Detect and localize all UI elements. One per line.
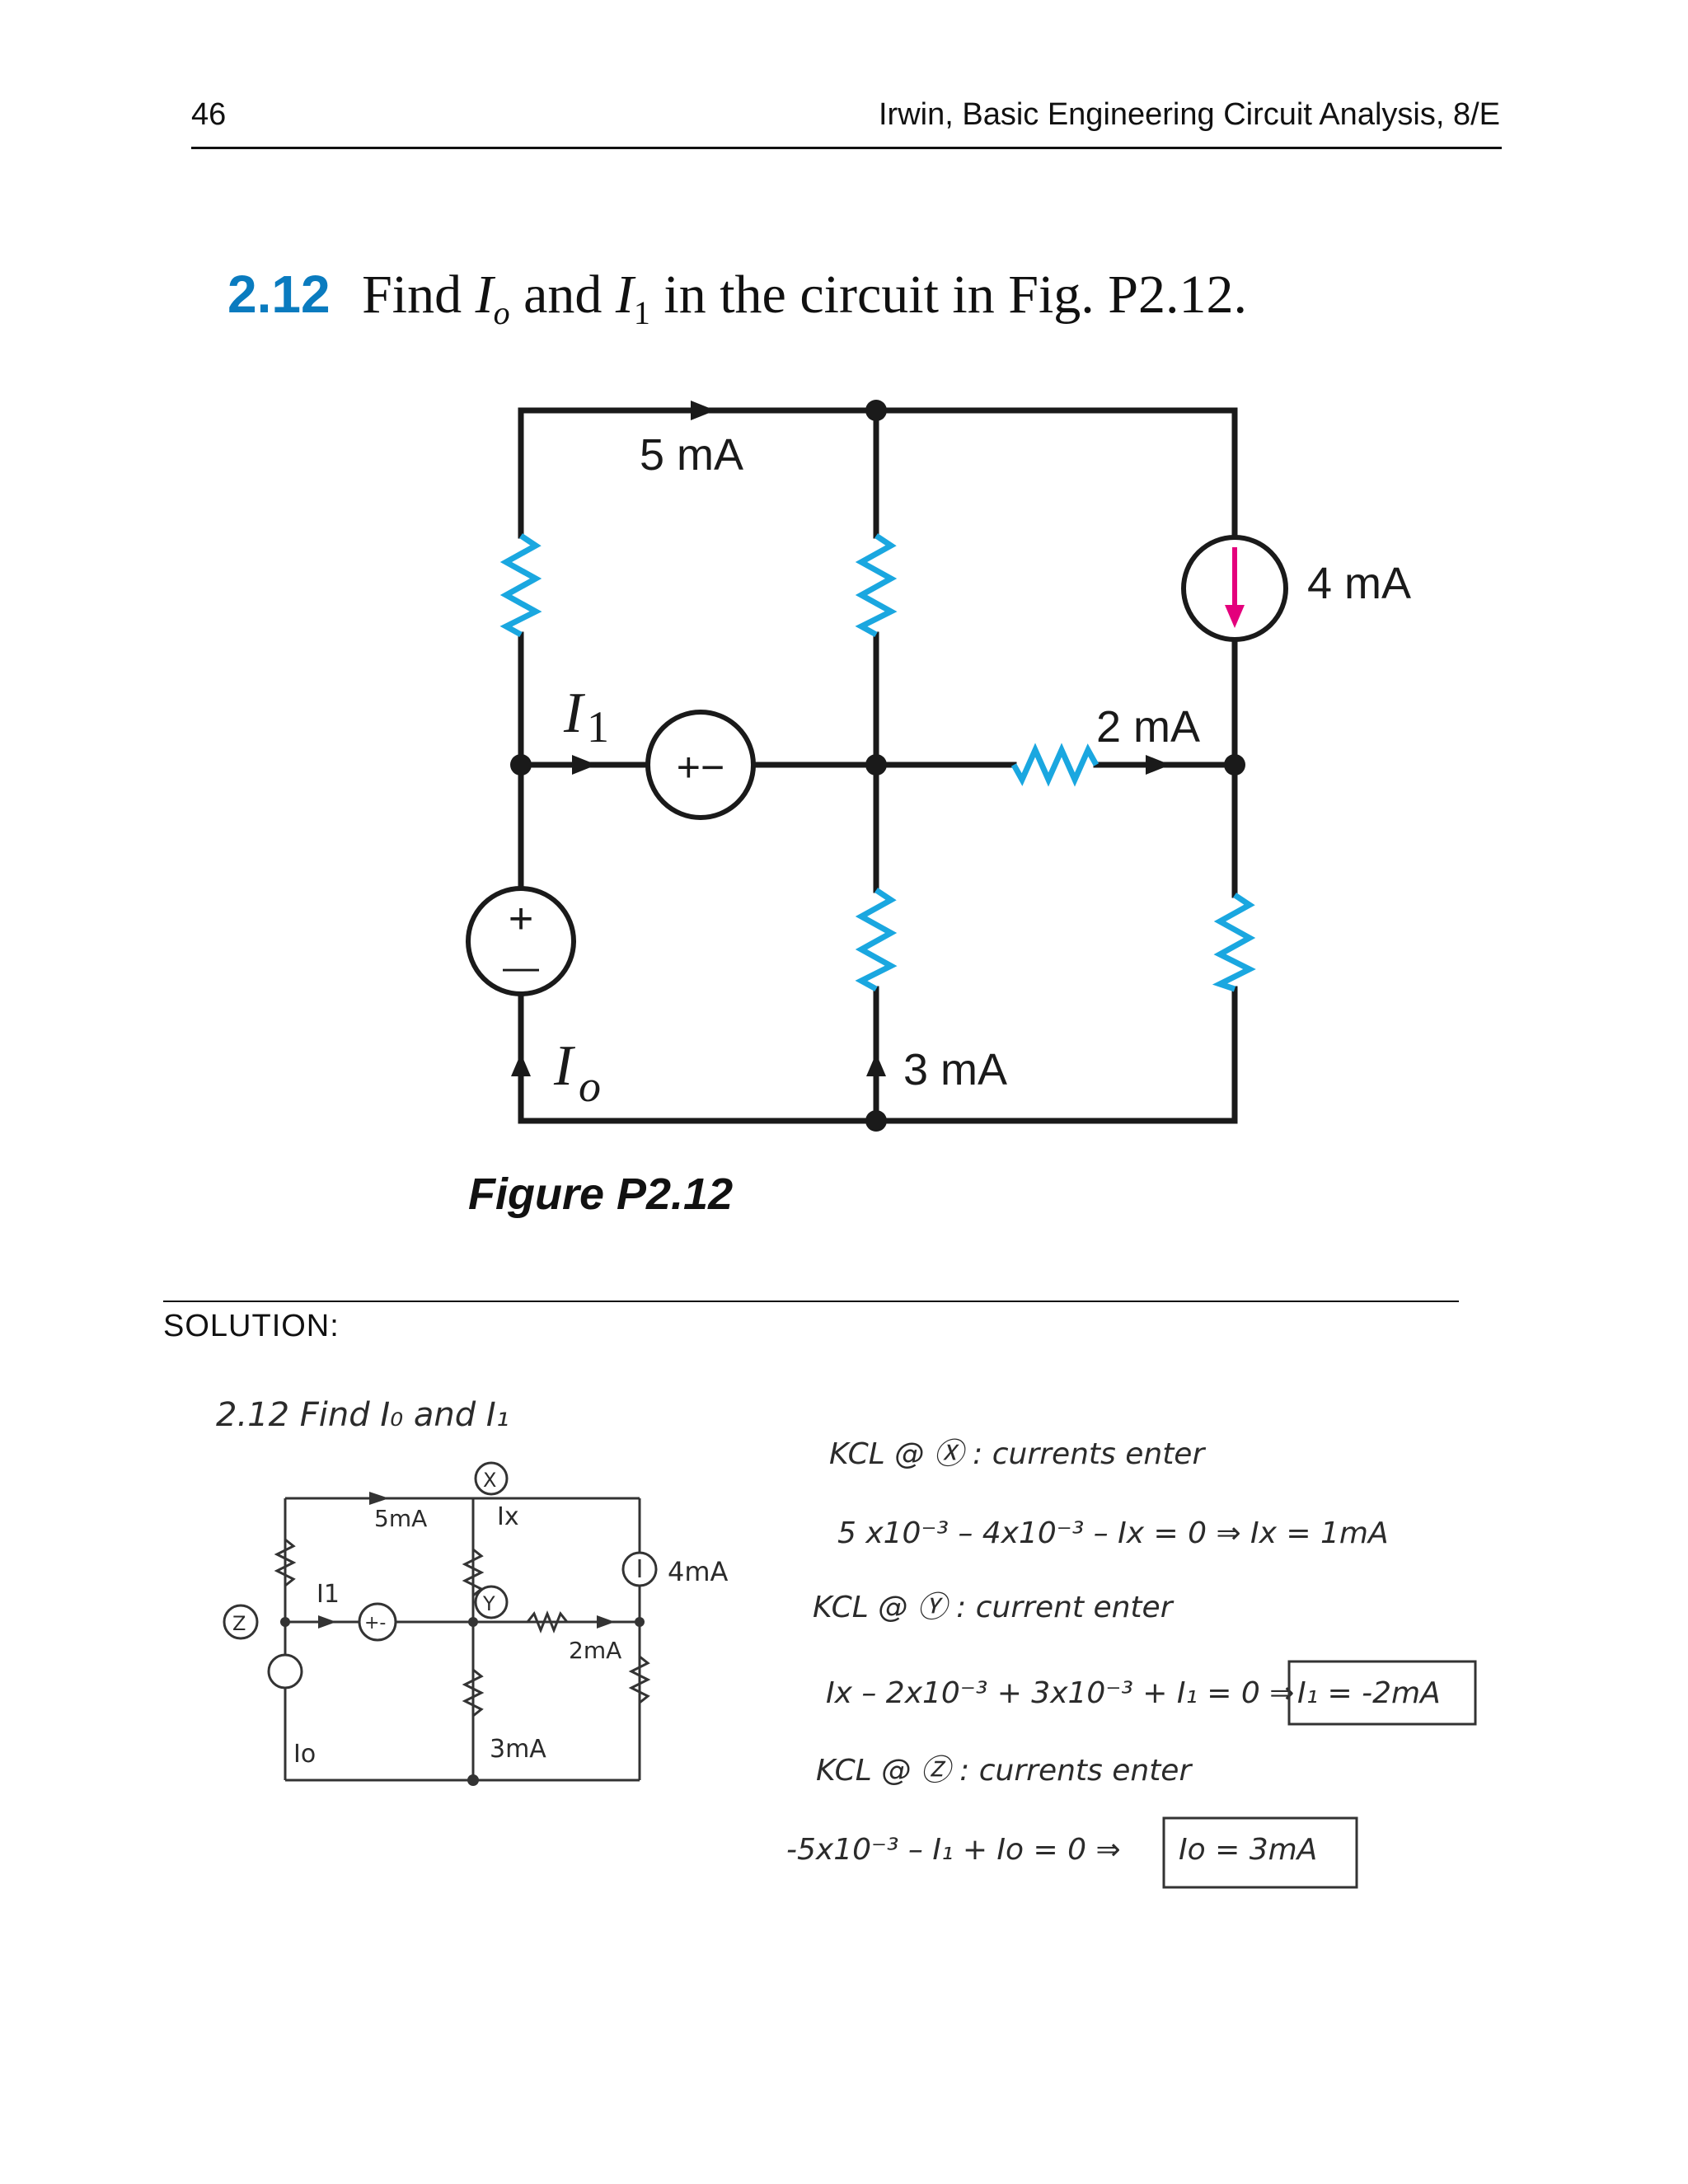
- sketch-dots: [280, 1492, 645, 1786]
- sketch-dot-left: [280, 1617, 290, 1627]
- voltage-source-vertical: [466, 886, 576, 996]
- sketch-dot-bottom: [467, 1774, 479, 1786]
- voltage-source-vertical-plus: +: [509, 895, 533, 943]
- problem-statement: 2.12 Find Io and I1 in the circuit in Fi…: [227, 264, 1247, 332]
- arrow-3ma: [866, 1053, 886, 1076]
- arrow-2ma: [1146, 755, 1170, 775]
- answer-box-1: [1287, 1660, 1477, 1726]
- sketch-arrow-i1: [318, 1615, 336, 1629]
- label-i1-letter: I: [563, 682, 586, 745]
- sketch-label-5ma: 5mA: [374, 1505, 427, 1532]
- node-bottom-middle: [865, 1110, 887, 1132]
- header-rule: [191, 147, 1502, 149]
- var-i1-letter: I: [615, 265, 634, 325]
- running-head: Irwin, Basic Engineering Circuit Analysi…: [879, 97, 1500, 132]
- label-3ma: 3 mA: [903, 1045, 1007, 1094]
- label-2ma: 2 mA: [1096, 702, 1200, 752]
- problem-text-find: Find: [362, 265, 462, 325]
- current-arrows: [511, 401, 1170, 1076]
- resistors: [499, 533, 1256, 992]
- node-left-middle: [510, 754, 532, 776]
- work-answer-2: Io = 3mA: [1179, 1833, 1317, 1867]
- var-i1-sub: 1: [633, 294, 650, 332]
- sketch-vsource-sign: +-: [364, 1613, 386, 1633]
- work-line-4: Ix – 2x10⁻³ + 3x10⁻³ + I₁ = 0 ⇒: [826, 1676, 1294, 1710]
- node-center: [865, 754, 887, 776]
- voltage-source-horizontal-sign: +−: [677, 744, 724, 790]
- sketch-vsource-horizontal: [358, 1602, 397, 1642]
- problem-number: 2.12: [227, 265, 331, 324]
- work-line-3: KCL @ Ⓨ : current enter: [813, 1591, 1175, 1624]
- solution-label: SOLUTION:: [163, 1309, 340, 1343]
- resistor-middle-bottom: [855, 888, 898, 992]
- sketch-resistor-right: [628, 1655, 651, 1704]
- node-right-middle: [1224, 754, 1245, 776]
- resistor-middle-top: [855, 533, 898, 638]
- sketch-vsource-vertical: [267, 1653, 303, 1690]
- label-4ma: 4 mA: [1307, 559, 1411, 608]
- work-answer-1: I₁ = -2mA: [1297, 1676, 1441, 1710]
- sketch-arrow-2ma: [597, 1615, 615, 1629]
- var-io-letter: I: [475, 265, 494, 325]
- work-line-1: KCL @ Ⓧ : currents enter: [829, 1437, 1206, 1471]
- resistor-horizontal: [1010, 743, 1100, 787]
- sketch-node-x: X: [483, 1469, 496, 1492]
- sketch-node-z-circle: [223, 1604, 259, 1640]
- sketch-label-4ma: 4mA: [668, 1556, 729, 1587]
- problem-text-rest: in the circuit in Fig. P2.12.: [663, 265, 1248, 325]
- sketch-node-z: Z: [232, 1612, 246, 1635]
- sketch-label-2ma: 2mA: [569, 1637, 621, 1664]
- sketch-label-ix: Ix: [497, 1502, 519, 1531]
- sketch-dot-center: [468, 1617, 478, 1627]
- resistor-left: [499, 533, 542, 638]
- sketch-label-io: Io: [293, 1740, 316, 1769]
- voltage-source-horizontal: [645, 710, 756, 820]
- sketch-resistor-mid-bottom: [462, 1668, 485, 1718]
- problem-text-and: and: [523, 265, 603, 325]
- sketch-resistor-left: [274, 1538, 297, 1587]
- arrow-i1: [572, 755, 597, 775]
- arrow-5ma: [691, 401, 715, 420]
- current-source-arrow-head: [1225, 605, 1245, 628]
- work-line-2: 5 x10⁻³ – 4x10⁻³ – Ix = 0 ⇒ Ix = 1mA: [837, 1516, 1389, 1550]
- work-line-6: -5x10⁻³ – I₁ + Io = 0 ⇒: [786, 1833, 1121, 1867]
- sketch-labels: 5mA Ix I1 4mA 2mA Io 3mA X Y Z +-: [232, 1469, 729, 1769]
- junction-dots: [510, 400, 1245, 1132]
- answer-box-2: [1162, 1816, 1358, 1889]
- arrow-io: [511, 1053, 531, 1076]
- work-line-5: KCL @ Ⓩ : currents enter: [816, 1754, 1193, 1788]
- sketch-dot-right: [635, 1617, 645, 1627]
- figure-caption: Figure P2.12: [468, 1169, 734, 1219]
- sketch-label-i1: I1: [316, 1580, 340, 1609]
- sketch-node-x-circle: [474, 1461, 509, 1496]
- var-io-sub: o: [493, 294, 510, 332]
- sketch-label-3ma: 3mA: [490, 1735, 546, 1764]
- sketch-node-y: Y: [482, 1592, 495, 1615]
- label-io-sub: o: [579, 1062, 601, 1111]
- sketch-arrow-5ma: [369, 1492, 389, 1505]
- solution-rule: [163, 1301, 1459, 1302]
- label-io-letter: I: [553, 1034, 576, 1098]
- kcl-work: KCL @ Ⓧ : currents enter 5 x10⁻³ – 4x10⁻…: [786, 1437, 1441, 1867]
- resistor-right-bottom: [1212, 893, 1256, 992]
- sketch-node-y-circle: [474, 1585, 509, 1619]
- label-i1-sub: 1: [587, 702, 609, 752]
- sketch-circuit: [223, 1461, 658, 1782]
- voltage-source-vertical-minus: —: [503, 947, 539, 987]
- node-top-middle: [865, 400, 887, 421]
- circuit-figure: +− + — 5 mA 4 mA 2 mA 3 mA I 1 I o: [466, 400, 1411, 1132]
- page-number: 46: [191, 97, 227, 132]
- sketch-resistor-horizontal: [526, 1610, 569, 1634]
- label-5ma: 5 mA: [640, 430, 743, 480]
- sketch-title: 2.12 Find I₀ and I₁: [216, 1396, 509, 1434]
